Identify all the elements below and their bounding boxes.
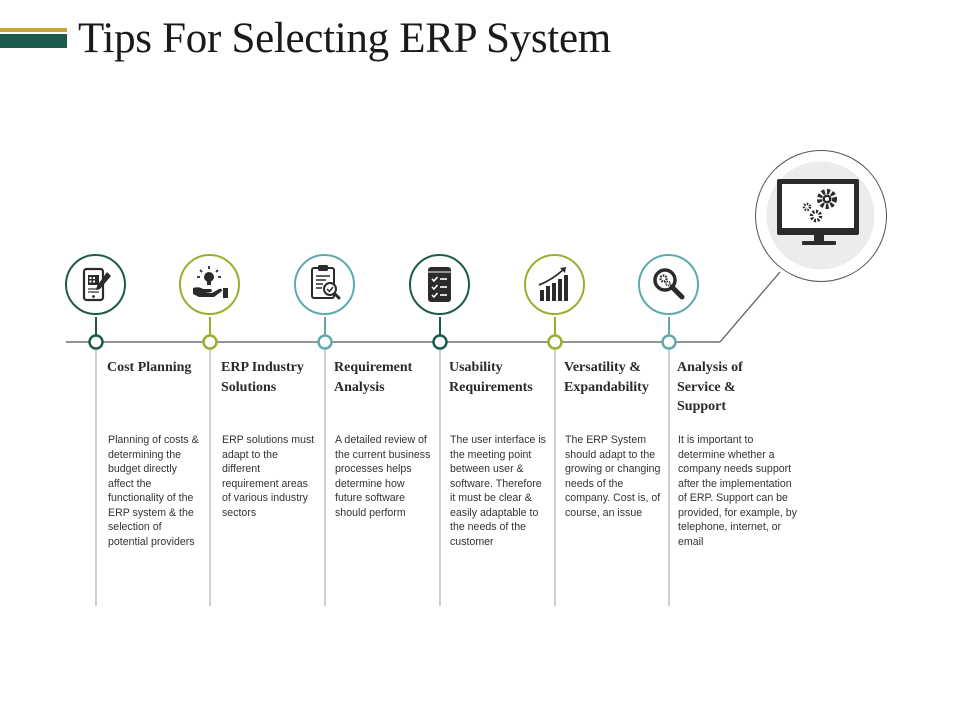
step-2-description: ERP solutions must adapt to the differen… [222,434,315,519]
featured-monitor-circle [755,150,887,282]
step-1-icon-circle [65,254,126,315]
magnifier-gear-icon [653,268,685,300]
step-5-icon-circle [524,254,585,315]
step-5-description: The ERP System should adapt to the growi… [565,434,661,519]
step-1-connector [88,317,104,606]
feature-connector [719,271,781,343]
slide-title: Tips For Selecting ERP System [78,15,611,62]
tablet-calculator-icon [82,267,111,302]
step-6-node [661,334,677,350]
step-4-icon-circle [409,254,470,315]
step-2-node [202,334,218,350]
step-3-description: A detailed review of the current busines… [335,434,431,519]
step-6-description: It is important to determine whether a c… [678,434,797,548]
checklist-icon [428,267,451,302]
step-5-connector [547,317,563,606]
step-4-connector [432,317,448,606]
step-4-title: Usability Requirements [449,360,533,395]
step-3-icon-circle [294,254,355,315]
step-2-title: ERP Industry Solutions [221,360,304,395]
step-2-connector [202,317,218,606]
step-3-node [317,334,333,350]
step-3-connector [317,317,333,606]
step-6-icon-circle [638,254,699,315]
title-accent-gold-bar [0,28,67,32]
step-4-description: The user interface is the meeting point … [450,434,546,548]
step-5-node [547,334,563,350]
monitor-gears-icon [766,161,875,270]
step-6-title: Analysis of Service & Support [677,360,743,414]
growth-chart-icon [538,267,568,301]
step-5-title: Versatility & Expandability [564,360,649,395]
step-6-connector [661,317,677,606]
step-1-title: Cost Planning [107,360,192,375]
step-2-icon-circle [179,254,240,315]
step-3-title: Requirement Analysis [334,360,413,395]
clipboard-magnifier-icon [311,265,341,300]
step-4-node [432,334,448,350]
step-1-description: Planning of costs & determining the budg… [108,434,199,548]
hand-lightbulb-icon [193,266,228,298]
title-accent-green-bar [0,34,67,48]
step-1-node [88,334,104,350]
